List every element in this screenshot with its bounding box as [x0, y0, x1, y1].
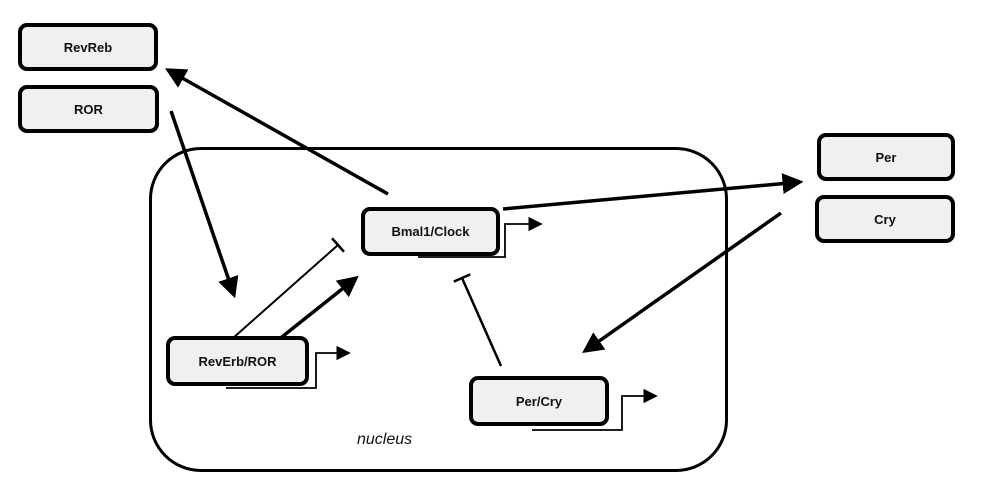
edge-cry-percry-activation	[582, 211, 783, 354]
edge-bmal1clock-revreb-activation	[164, 68, 389, 196]
edge-reverbror-bmal1clock-inhibition	[223, 244, 339, 347]
node-ror[interactable]: ROR	[18, 85, 159, 133]
promoter-percry-icon	[532, 388, 658, 431]
node-per-cry[interactable]: Per/Cry	[469, 376, 609, 426]
promoter-bmal1clock-icon	[418, 216, 543, 258]
inhibition-bar-reverbror-bmal1clock	[331, 237, 345, 253]
node-reverb-ror[interactable]: RevErb/ROR	[166, 336, 309, 386]
edge-percry-bmal1clock-inhibition	[460, 277, 503, 367]
node-per[interactable]: Per	[817, 133, 955, 181]
promoter-reverbror-icon	[226, 345, 351, 389]
node-revreb[interactable]: RevReb	[18, 23, 158, 71]
nucleus-label: nucleus	[357, 431, 413, 448]
edge-bmal1clock-per-activation	[502, 173, 804, 211]
edge-ror-reverbror-activation	[169, 110, 239, 299]
node-cry[interactable]: Cry	[815, 195, 955, 243]
inhibition-bar-percry-bmal1clock	[453, 273, 471, 283]
nucleus-compartment	[149, 147, 728, 472]
node-bmal1-clock[interactable]: Bmal1/Clock	[361, 207, 500, 256]
